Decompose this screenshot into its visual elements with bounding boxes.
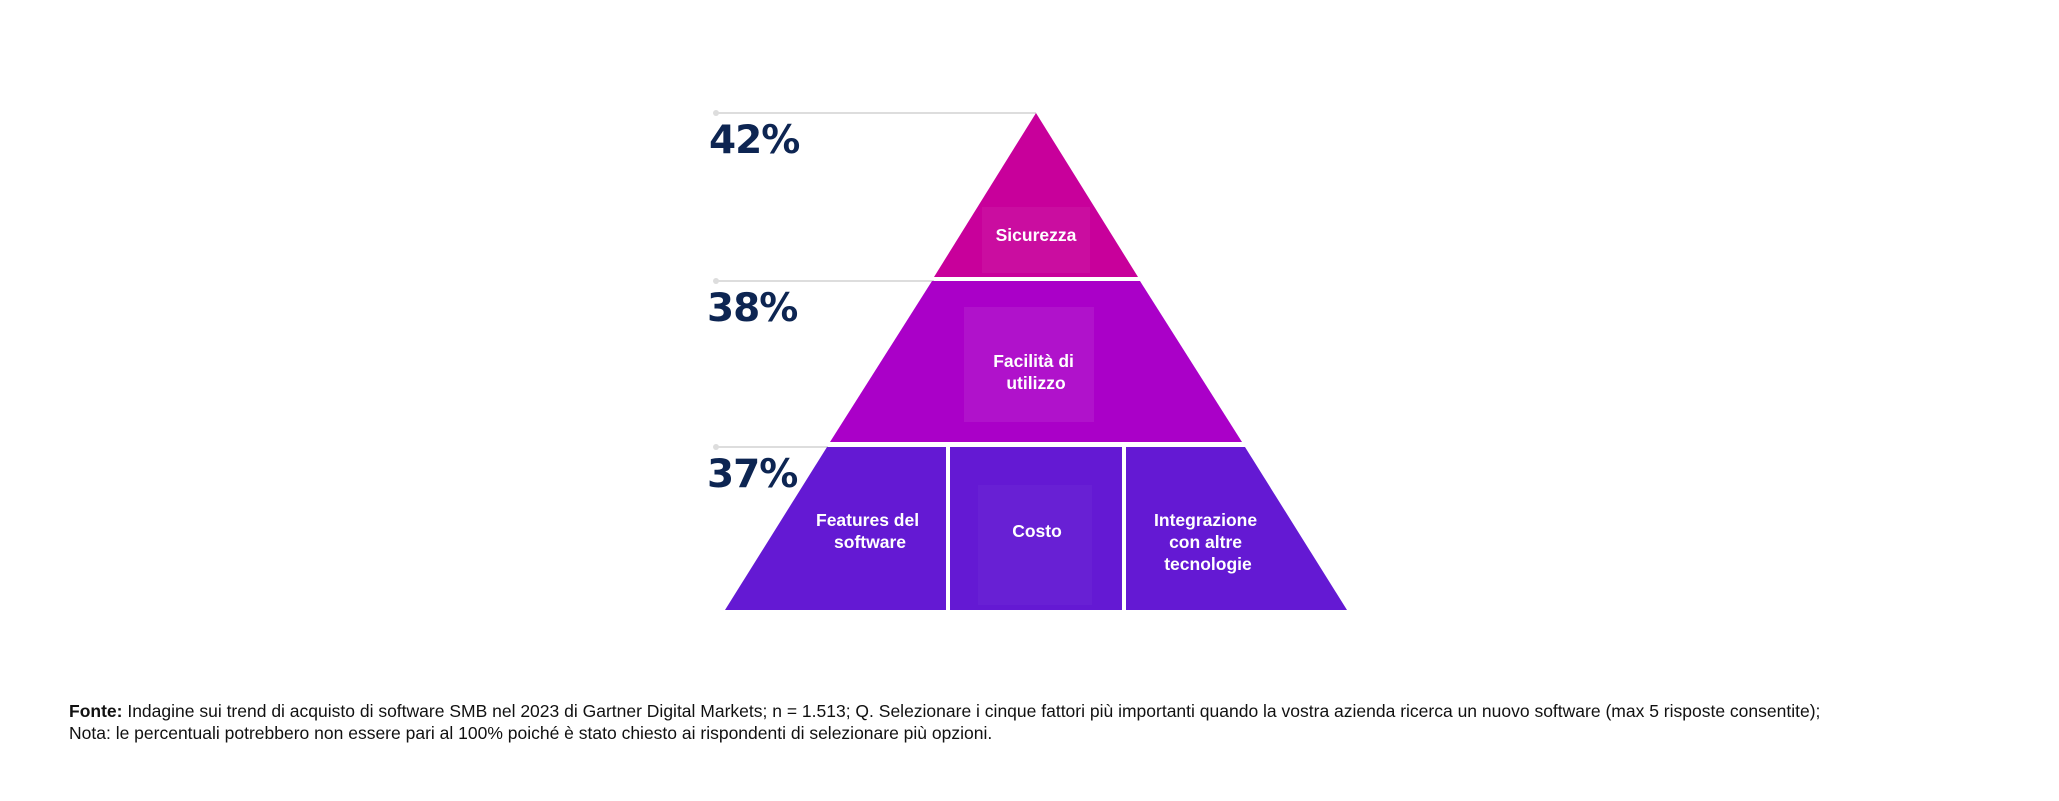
guide-dot-tier-3 <box>713 444 719 450</box>
tier-bottom-segment-right <box>1126 447 1347 610</box>
tier-bottom-center-label-line-1: Costo <box>1012 521 1062 541</box>
tier-bottom-right-label: Integrazione con altre tecnologie <box>1154 510 1262 574</box>
tier-percentages: 42% 38% 37% <box>707 118 800 497</box>
tier-top-label-line-1: Sicurezza <box>996 225 1077 245</box>
tier-bottom-right-label-line-2: con altre <box>1169 532 1242 552</box>
tier-bottom-percent: 37% <box>707 452 797 497</box>
footnote-source-text: Indagine sui trend di acquisto di softwa… <box>122 701 1821 721</box>
source-footnote: Fonte: Indagine sui trend di acquisto di… <box>69 700 2029 744</box>
footnote-line-1: Fonte: Indagine sui trend di acquisto di… <box>69 700 2029 722</box>
tier-bottom-center-label-box <box>978 485 1092 605</box>
guide-dot-tier-1 <box>713 110 719 116</box>
tier-middle-label-line-1: Facilità di <box>993 351 1074 371</box>
tier-top-percent: 42% <box>709 118 799 163</box>
tier-middle-label: Facilità di utilizzo <box>993 351 1079 393</box>
tier-top-shape <box>934 113 1138 277</box>
footnote-line-2: Nota: le percentuali potrebbero non esse… <box>69 723 993 743</box>
tier-middle-label-box <box>964 307 1094 422</box>
tier-bottom-center-label: Costo <box>1012 521 1062 541</box>
tier-middle: Facilità di utilizzo <box>830 281 1242 442</box>
guide-dot-tier-2 <box>713 278 719 284</box>
tier-middle-percent: 38% <box>707 286 797 331</box>
tier-bottom-left-label-line-2: software <box>834 532 906 552</box>
tier-bottom-segment-center <box>950 447 1122 610</box>
tier-top-label: Sicurezza <box>996 225 1077 245</box>
tier-middle-shape <box>830 281 1242 442</box>
tier-bottom-segment-left <box>725 447 946 610</box>
footnote-lead: Fonte: <box>69 701 123 721</box>
tier-top-label-box <box>982 207 1090 273</box>
tier-bottom-right-label-line-3: tecnologie <box>1164 554 1252 574</box>
tier-bottom-right-label-line-1: Integrazione <box>1154 510 1257 530</box>
guide-lines <box>713 110 1036 450</box>
tier-middle-label-line-2: utilizzo <box>1006 373 1065 393</box>
tier-top: Sicurezza <box>934 113 1138 277</box>
tier-bottom-left-label-line-1: Features del <box>816 510 919 530</box>
tier-bottom: Features del software Costo Integrazione… <box>725 447 1347 610</box>
tier-bottom-left-label: Features del software <box>816 510 924 552</box>
